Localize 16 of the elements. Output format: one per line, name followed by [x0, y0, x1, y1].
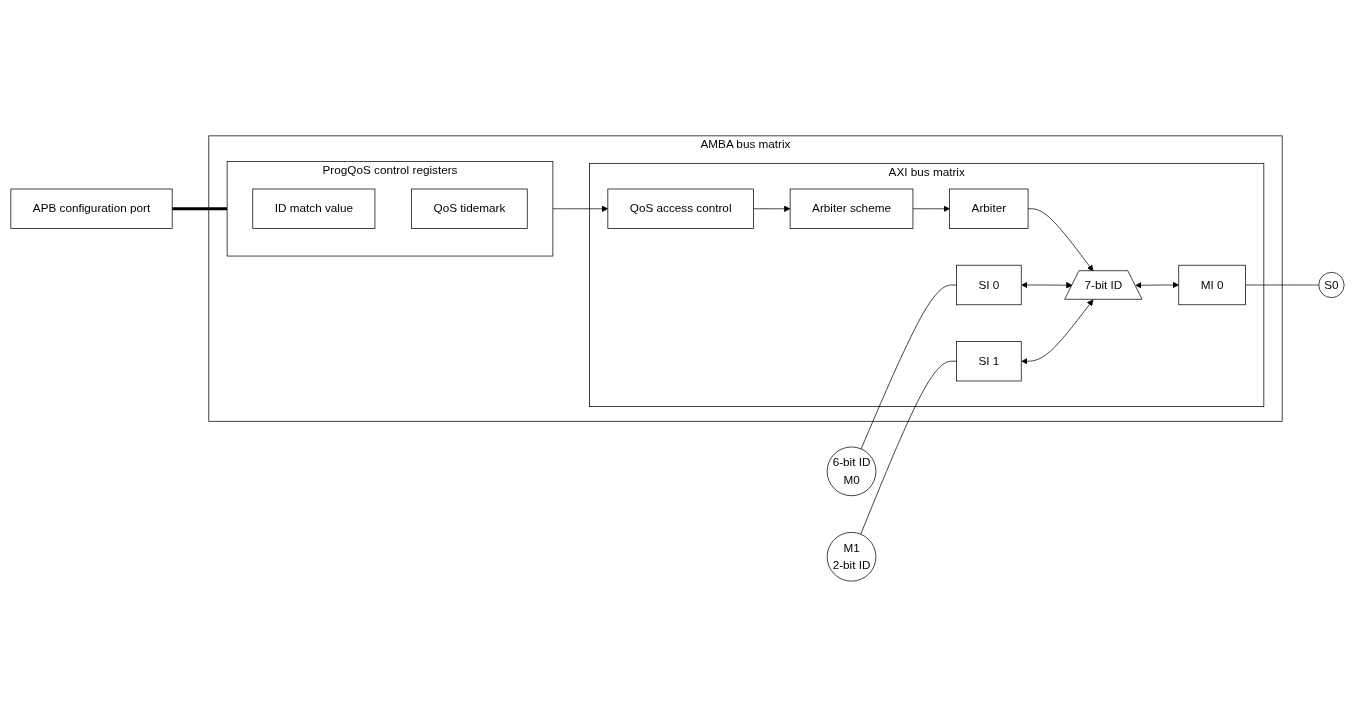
node-box: QoS tidemark	[411, 188, 528, 229]
node-box: SI 0	[956, 264, 1022, 306]
node-circle: S0	[1318, 271, 1345, 298]
connector	[860, 284, 957, 450]
node-box: SI 1	[956, 341, 1022, 382]
node-box: Arbiter scheme	[789, 188, 914, 229]
node-circle: 6-bit ID M0	[826, 446, 877, 497]
connector	[860, 360, 957, 535]
connector	[172, 207, 228, 211]
node-box: ID match value	[252, 188, 376, 229]
connector	[1245, 284, 1320, 286]
node-circle: M1 2-bit ID	[826, 532, 877, 582]
node-box: QoS access control	[607, 188, 754, 229]
node-box: Arbiter	[949, 188, 1029, 229]
node-box: MI 0	[1178, 264, 1246, 306]
node-box: APB configuration port	[10, 188, 173, 229]
